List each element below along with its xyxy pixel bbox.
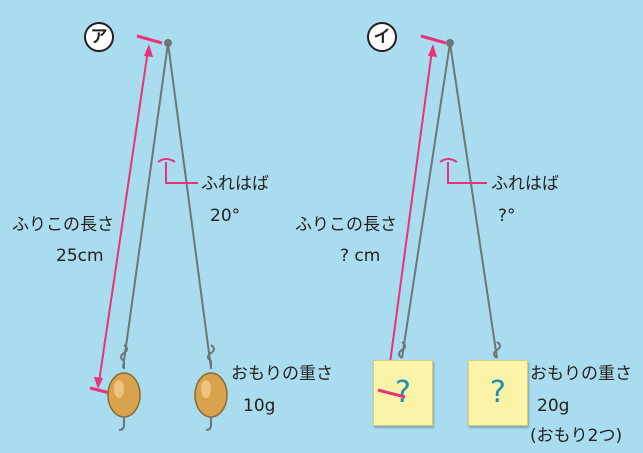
- pendulum-b: [383, 34, 501, 385]
- weight-label-a: おもりの重さ: [231, 364, 333, 384]
- weight-value-a: 10g: [243, 396, 276, 416]
- weight-label-b: おもりの重さ: [530, 364, 632, 384]
- string-a-right: [167, 42, 212, 369]
- hook-b2: [493, 341, 501, 359]
- length-tick-a-top: [136, 34, 163, 45]
- weight-value-b: 20g: [537, 396, 570, 416]
- brass-weight-a1: [107, 344, 141, 431]
- string-a-left: [122, 42, 169, 369]
- hook-b1: [398, 341, 406, 359]
- string-b-left: [401, 42, 451, 359]
- length-value-b: ? cm: [340, 246, 381, 266]
- swing-pointer-a: [165, 162, 198, 184]
- swing-label-a: ふれはば: [201, 174, 269, 194]
- brass-weight-a2: [194, 344, 228, 431]
- unknown-weight-box-2: ?: [468, 360, 528, 426]
- panel-mark-a: ア: [84, 22, 114, 52]
- swing-pointer-b: [447, 162, 487, 184]
- swing-label-b: ふれはば: [491, 174, 559, 194]
- length-arrow-a-head-bottom: [94, 377, 103, 389]
- weight-note-b: (おもり2つ): [530, 426, 623, 446]
- swing-value-b: ?°: [498, 206, 516, 226]
- swing-value-a: 20°: [210, 206, 241, 226]
- length-value-a: 25cm: [56, 246, 104, 266]
- length-label-b: ふりこの長さ: [295, 215, 397, 235]
- panel-mark-b: イ: [367, 22, 397, 52]
- unknown-weight-box-1: ?: [373, 360, 433, 426]
- length-arrow-a: [98, 49, 149, 383]
- pendulum-a: [89, 34, 228, 431]
- swing-angle-arc-a: [157, 158, 176, 163]
- length-label-a: ふりこの長さ: [12, 215, 114, 235]
- length-tick-b-top: [420, 34, 447, 45]
- string-b-right: [449, 42, 498, 359]
- swing-angle-arc-b: [439, 158, 458, 163]
- length-tick-b-bottom: [377, 388, 406, 399]
- length-arrow-b: [387, 49, 433, 379]
- length-arrow-a-head-top: [144, 44, 153, 57]
- length-arrow-b-head-top: [428, 44, 437, 57]
